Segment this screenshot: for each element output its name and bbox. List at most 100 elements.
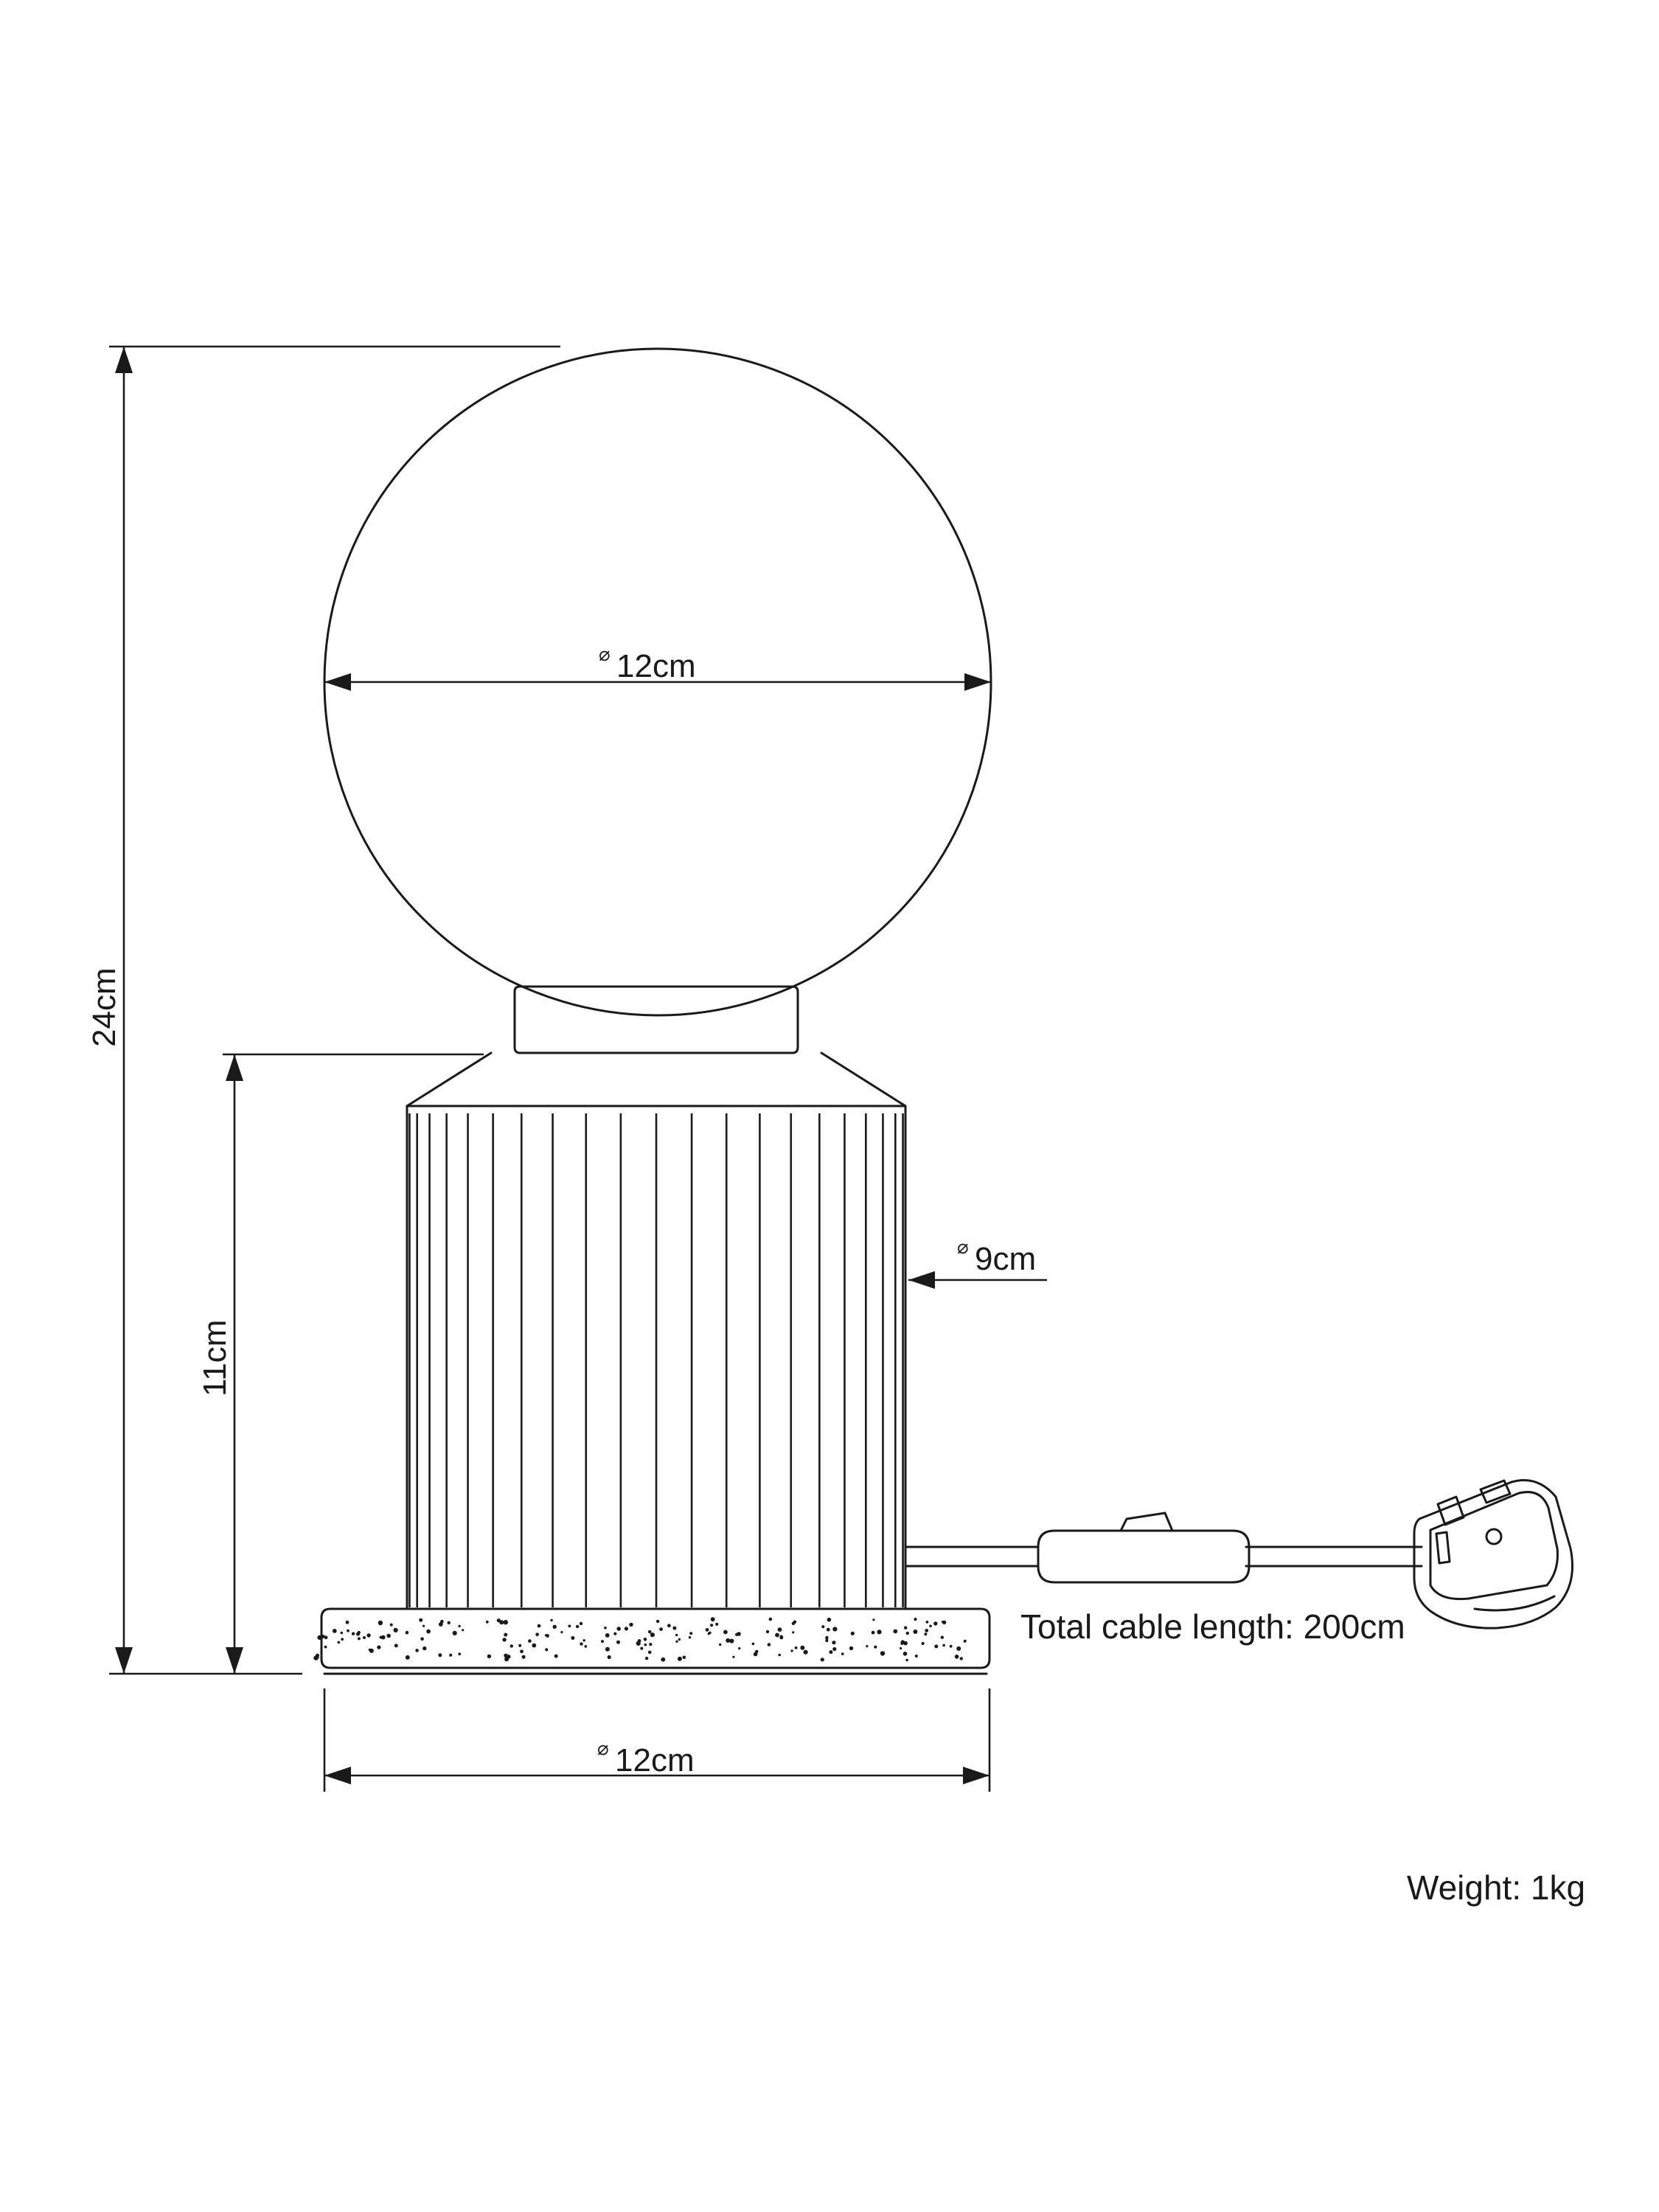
shade-diameter-symbol: ⌀ xyxy=(599,644,611,666)
plinth-speckle xyxy=(504,1653,508,1658)
plinth-speckle xyxy=(905,1658,908,1662)
plinth-speckle xyxy=(643,1638,647,1641)
total-height-label: 24cm xyxy=(86,967,122,1047)
plinth-speckle xyxy=(544,1634,548,1637)
plinth-speckle xyxy=(393,1627,398,1632)
plinth-speckle xyxy=(366,1633,371,1638)
plinth-speckle xyxy=(751,1642,755,1646)
plinth-speckle xyxy=(379,1635,383,1639)
plinth-speckle xyxy=(963,1639,967,1643)
plinth-speckle xyxy=(874,1645,877,1649)
plinth-speckle xyxy=(659,1627,663,1632)
plinth-speckle xyxy=(719,1643,722,1646)
plinth-diameter-dimension: ⌀ 12cm xyxy=(323,1688,991,1792)
inline-switch xyxy=(1037,1512,1251,1584)
plinth-speckle xyxy=(821,1625,825,1629)
plinth-speckle xyxy=(710,1624,714,1627)
base-diameter-callout: ⌀ 9cm xyxy=(908,1237,1047,1289)
plinth-speckle xyxy=(678,1638,681,1641)
base-ribs xyxy=(408,1113,904,1607)
plinth-speckle xyxy=(850,1631,855,1635)
plinth-speckle xyxy=(934,1644,939,1649)
ribbed-base xyxy=(406,1051,907,1610)
shade-diameter-label: 12cm xyxy=(616,648,696,684)
plinth-speckle xyxy=(447,1621,451,1624)
plinth-speckle xyxy=(426,1629,431,1634)
plinth-speckle xyxy=(369,1648,374,1653)
plinth-speckle xyxy=(914,1618,917,1621)
plinth-speckle xyxy=(520,1649,524,1654)
plinth-speckle xyxy=(793,1620,797,1624)
plinth-speckle xyxy=(650,1632,655,1638)
plinth-speckle xyxy=(849,1646,854,1651)
plinth-speckle xyxy=(438,1653,442,1658)
plinth-speckle xyxy=(924,1632,928,1636)
plinth-speckle xyxy=(502,1638,507,1642)
plinth-speckle xyxy=(959,1657,964,1660)
plinth-speckle xyxy=(485,1620,489,1624)
plinth-speckle xyxy=(667,1624,671,1628)
plinth-speckle xyxy=(332,1629,337,1633)
plinth-diameter-symbol: ⌀ xyxy=(597,1738,609,1760)
plinth-speckle xyxy=(528,1639,532,1643)
plinth-speckle xyxy=(900,1646,902,1650)
plinth-speckle xyxy=(380,1635,386,1640)
plinth-speckle xyxy=(458,1652,461,1655)
weight-note: Weight: 1kg xyxy=(1407,1868,1585,1907)
plinth-speckle xyxy=(509,1644,513,1648)
plinth-speckle xyxy=(905,1631,910,1635)
plinth-speckle xyxy=(613,1632,617,1635)
plinth-speckle xyxy=(386,1633,391,1638)
plinth-speckle xyxy=(504,1657,509,1662)
plinth-speckle xyxy=(729,1638,734,1644)
plinth-speckle xyxy=(452,1630,457,1635)
plinth-speckle xyxy=(803,1649,808,1655)
plinth-speckle xyxy=(316,1655,319,1659)
plinth-speckle xyxy=(832,1641,836,1645)
plinth-speckle xyxy=(422,1624,425,1627)
plinth-speckle xyxy=(575,1624,580,1629)
base-diameter-label: 9cm xyxy=(975,1241,1036,1277)
plinth-speckle xyxy=(929,1624,932,1628)
plinth-speckle xyxy=(902,1652,908,1656)
plinth-speckle xyxy=(792,1631,795,1634)
plinth-speckle xyxy=(841,1652,844,1655)
plinth-speckle xyxy=(584,1645,588,1648)
plinth-speckle xyxy=(415,1649,419,1652)
plinth-speckle xyxy=(737,1632,741,1636)
plinth-speckle xyxy=(521,1655,526,1659)
plinth-speckle xyxy=(900,1642,903,1645)
plinth-speckle xyxy=(925,1629,929,1632)
plinth-speckle xyxy=(826,1627,830,1632)
plinth-speckle xyxy=(356,1632,360,1636)
plinth-speckle xyxy=(688,1636,692,1639)
plinth-speckle xyxy=(832,1646,837,1652)
plinth-speckle xyxy=(677,1656,682,1661)
plinth-speckle-texture xyxy=(313,1617,967,1662)
plinth-speckle xyxy=(552,1624,557,1629)
plinth-speckle xyxy=(829,1650,833,1655)
plinth-speckle xyxy=(601,1640,604,1644)
plinth-speckle xyxy=(820,1658,824,1662)
plinth-speckle xyxy=(825,1638,829,1641)
plinth-speckle xyxy=(661,1657,666,1662)
plinth-speckle xyxy=(629,1622,633,1627)
shade-diameter-dimension: ⌀ 12cm xyxy=(324,644,991,691)
uk-plug-icon xyxy=(1413,1479,1573,1630)
plinth-speckle xyxy=(921,1641,925,1646)
plinth-speckle xyxy=(462,1629,465,1632)
plinth-speckle xyxy=(324,1645,327,1649)
plinth-speckle xyxy=(672,1626,677,1630)
base-diameter-symbol: ⌀ xyxy=(957,1237,969,1259)
plinth-speckle xyxy=(568,1624,571,1628)
plinth-speckle xyxy=(616,1627,621,1631)
plinth-speckle xyxy=(347,1629,349,1632)
plinth-speckle xyxy=(580,1642,583,1646)
plinth-speckle xyxy=(571,1636,575,1640)
plinth-speckle xyxy=(496,1618,501,1623)
plinth-speckle xyxy=(340,1631,344,1635)
plinth-speckle xyxy=(880,1651,886,1656)
plinth-speckle xyxy=(794,1646,798,1649)
plinth-speckle xyxy=(607,1655,611,1660)
